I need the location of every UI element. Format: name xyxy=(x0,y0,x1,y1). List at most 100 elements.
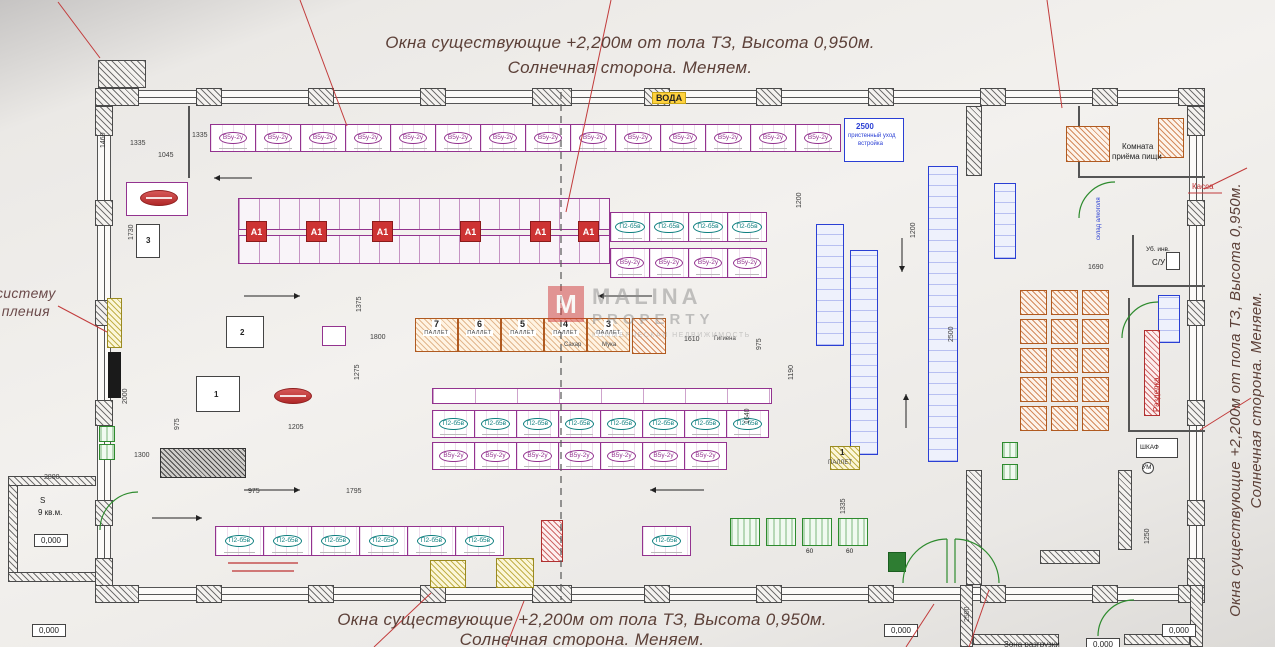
water-label: ВОДА xyxy=(652,92,687,104)
freezer-chest xyxy=(160,448,246,478)
shelf-row-mid-teal: П2-б5в xyxy=(642,410,685,438)
wall-pier xyxy=(98,60,146,88)
wall-pier xyxy=(644,585,670,603)
a1-marker: А1 xyxy=(306,221,327,242)
partition-wall xyxy=(1128,298,1130,432)
shelf-unit-label: В5у-2у xyxy=(615,256,645,270)
plan-label: 1610 xyxy=(684,336,700,343)
plan-label: 1640 xyxy=(744,408,751,424)
elevation-marker: 0,000 xyxy=(1086,638,1120,647)
bottom-annotation-line2: Солнечная сторона. Меняем. xyxy=(459,630,705,647)
shelf-row-top: В5у-2у xyxy=(480,124,526,152)
fixture xyxy=(1166,252,1180,270)
plan-label: 1300 xyxy=(134,452,150,459)
shelf-unit-label: В5у-2у xyxy=(803,131,833,145)
shelf-row-bottom: П2-б5в xyxy=(407,526,456,556)
plan-label: 975 xyxy=(248,488,260,495)
shelf-unit-label: П2-б5в xyxy=(272,534,303,548)
plan-label: 1730 xyxy=(128,224,135,240)
room-label-cashdesk: Касса xyxy=(1192,182,1214,191)
produce-bin xyxy=(730,518,760,546)
shelf-unit-label: П2-б5в xyxy=(438,417,469,431)
wall-pier xyxy=(95,88,139,106)
pallet-word: ПАЛЛЕТ xyxy=(595,329,622,336)
plan-label: 1795 xyxy=(346,488,362,495)
wall-pier xyxy=(1190,585,1203,647)
shelf-row-top: В5у-2у xyxy=(210,124,256,152)
produce-bin xyxy=(1002,464,1018,480)
wall-pier xyxy=(1092,88,1118,106)
plan-label: 2500 xyxy=(856,122,874,131)
plan-label: Сахар xyxy=(564,342,582,348)
shelf-row-bottom: П2-б5в xyxy=(455,526,504,556)
shelf-row-top: В5у-2у xyxy=(705,124,751,152)
partition-wall xyxy=(1078,176,1205,178)
shelf-row-top: В5у-2у xyxy=(660,124,706,152)
a1-marker: А1 xyxy=(372,221,393,242)
wall-pier xyxy=(95,400,113,426)
shelf-unit-label: П2-б5в xyxy=(615,220,645,234)
bread-crate xyxy=(1020,406,1047,431)
unloading-zone-label: Зона разгрузки xyxy=(1004,640,1060,647)
fixture xyxy=(226,316,264,348)
right-annotation-line2: Солнечная сторона. Меняем. xyxy=(1248,291,1265,509)
room-label-wc: С/У xyxy=(1152,258,1166,267)
bread-crate xyxy=(1082,319,1109,344)
fixture-purple xyxy=(322,326,346,346)
refrigerated-case xyxy=(1158,295,1180,343)
shelf-unit-label: В5у-2у xyxy=(481,449,510,463)
red-stamp xyxy=(274,388,312,404)
wall-pier xyxy=(532,585,572,603)
shelf-unit-label: В5у-2у xyxy=(488,131,518,145)
produce-bin xyxy=(99,426,115,442)
plan-label: пристенный уход xyxy=(848,133,896,139)
plan-label: 1460 xyxy=(100,132,107,148)
fixture xyxy=(1136,438,1178,458)
shelf-unit-label: В5у-2у xyxy=(308,131,338,145)
note-box xyxy=(844,118,904,162)
kiosk-fixture xyxy=(107,298,122,348)
plan-label: Мука xyxy=(602,342,617,348)
shelf-row-bottom: П2-б5в xyxy=(311,526,360,556)
plan-label: 2500 xyxy=(948,326,955,342)
bread-crate xyxy=(1051,319,1078,344)
shelf-block-purple: В5у-2у xyxy=(610,248,650,278)
pallet-number: 4 xyxy=(560,319,570,330)
partition-wall xyxy=(1132,285,1205,287)
shelf-unit-label: П2-б5в xyxy=(654,220,684,234)
shelf-block-purple: В5у-2у xyxy=(688,248,728,278)
bread-crate xyxy=(1082,406,1109,431)
plan-label: 60 xyxy=(846,548,854,555)
plan-label: 2800 xyxy=(44,474,60,481)
pallet-number: 3 xyxy=(603,319,613,330)
plan-label: 1045 xyxy=(158,152,174,159)
wall-pier xyxy=(868,88,894,106)
shelf-unit-label: П2-б5в xyxy=(522,417,553,431)
shelf-row-top: В5у-2у xyxy=(255,124,301,152)
plan-label: 1335 xyxy=(192,132,208,139)
elevation-marker: 0,000 xyxy=(32,624,66,637)
bread-crate xyxy=(1020,319,1047,344)
plan-label: ШКАФ xyxy=(1140,444,1159,451)
produce-bin xyxy=(1002,442,1018,458)
shelf-run xyxy=(432,388,772,404)
plan-label: 1335 xyxy=(840,498,847,514)
wall-pier xyxy=(308,88,334,106)
refrigerated-case xyxy=(816,224,844,346)
shelf-row-mid-purple: В5у-2у xyxy=(432,442,475,470)
plan-label: встройка xyxy=(858,141,883,147)
bread-crate xyxy=(1082,377,1109,402)
wall-pier xyxy=(980,585,1006,603)
watermark-text: MALINA PROPERTY КОММЕРЧЕСКАЯ НЕДВИЖИМОСТ… xyxy=(592,286,751,340)
fixture xyxy=(136,224,160,258)
watermark-subtitle: PROPERTY xyxy=(592,311,715,328)
plan-label: 1200 xyxy=(910,222,917,238)
wall-pier xyxy=(1124,634,1190,645)
plan-label: 975 xyxy=(174,418,181,430)
shelf-unit-label: В5у-2у xyxy=(523,449,552,463)
shelf-unit-label: П2-б5в xyxy=(732,220,762,234)
shelf-unit-label: В5у-2у xyxy=(263,131,293,145)
shelf-block-purple: В5у-2у xyxy=(649,248,689,278)
